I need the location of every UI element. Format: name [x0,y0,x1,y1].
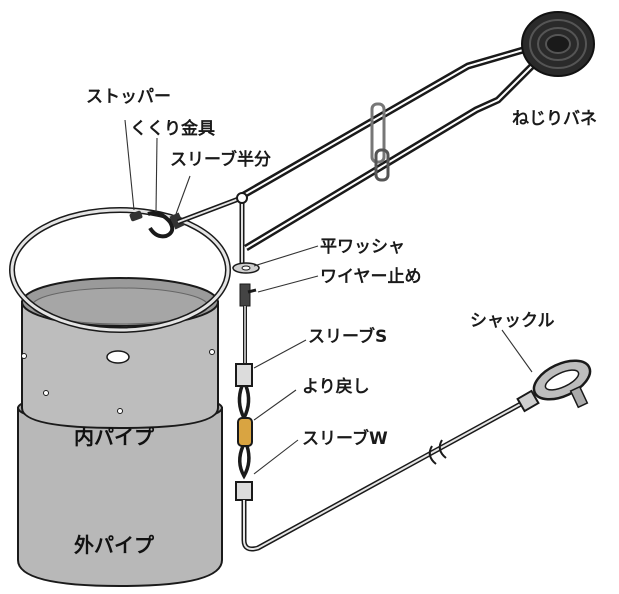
label-sleeve-w: スリーブW [302,428,388,449]
snare-loop [9,207,231,333]
label-inner-pipe: 内パイプ [74,425,155,449]
label-shackle: シャックル [470,311,555,331]
label-wire-stop: ワイヤー止め [320,266,422,287]
label-binding-fitting: くくり金具 [130,118,215,139]
swivel [237,417,253,447]
flat-washer [232,262,260,274]
label-sleeve-half: スリーブ半分 [170,149,271,170]
sleeve-s [235,363,253,387]
inner-pipe [21,277,219,430]
label-swivel: より戻し [302,376,370,397]
sleeve-w [235,481,253,501]
torsion-spring-arms [240,44,541,252]
break-mark [428,439,447,465]
binding-fitting [147,211,175,239]
arm-link [370,102,390,182]
leader-lines [124,119,533,475]
label-flat-washer: 平ワッシャ [320,237,405,257]
label-outer-pipe: 外パイプ [74,533,155,557]
torsion-spring-coil [521,11,595,77]
wire-stop [239,283,257,307]
stopper [129,210,143,222]
label-stopper: ストッパー [86,87,171,107]
label-torsion-spring: ねじりバネ [512,109,597,129]
shackle [516,359,592,413]
sleeve-half [169,212,185,230]
label-sleeve-s: スリーブS [308,326,387,347]
